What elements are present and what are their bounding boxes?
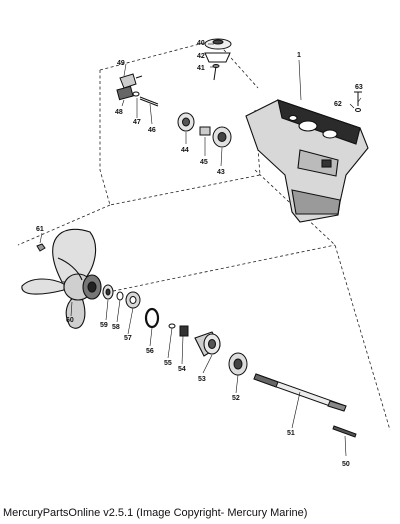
callout-63: 63 xyxy=(355,84,363,91)
cam-follower-part-48[interactable] xyxy=(116,85,134,101)
o-ring-part-56[interactable] xyxy=(144,307,160,329)
copyright-caption: MercuryPartsOnline v2.5.1 (Image Copyrig… xyxy=(3,507,308,519)
callout-51: 51 xyxy=(287,430,295,437)
bushing-part-45[interactable] xyxy=(199,126,211,136)
gear-part-43[interactable] xyxy=(212,126,232,148)
gear-part-44[interactable] xyxy=(177,112,195,132)
seal-part-40[interactable] xyxy=(204,38,232,50)
callout-52: 52 xyxy=(232,395,240,402)
callout-50: 50 xyxy=(342,461,350,468)
callout-57: 57 xyxy=(124,335,132,342)
gearcase-housing[interactable] xyxy=(245,99,369,223)
callout-44: 44 xyxy=(181,147,189,154)
callout-41: 41 xyxy=(197,65,205,72)
shift-cam-part-49[interactable] xyxy=(119,73,143,89)
callout-45: 45 xyxy=(200,159,208,166)
cam-part-50[interactable] xyxy=(332,425,357,438)
gear-part-52[interactable] xyxy=(228,352,248,376)
nut-part-61[interactable] xyxy=(36,243,46,252)
callout-58: 58 xyxy=(112,324,120,331)
callout-56: 56 xyxy=(146,348,154,355)
callout-40: 40 xyxy=(197,40,205,47)
callout-42: 42 xyxy=(197,53,205,60)
washer-part-58[interactable] xyxy=(116,291,124,301)
callout-48: 48 xyxy=(115,109,123,116)
dashed-assembly-outline xyxy=(17,39,391,431)
callout-60: 60 xyxy=(66,317,74,324)
callout-43: 43 xyxy=(217,169,225,176)
callout-61: 61 xyxy=(36,226,44,233)
screw-part-63[interactable] xyxy=(354,91,362,106)
bearing-part-54[interactable] xyxy=(179,325,189,337)
callout-46: 46 xyxy=(148,127,156,134)
exploded-parts-diagram: 1 40 42 41 49 48 47 46 44 45 43 63 62 61… xyxy=(17,38,391,468)
callout-labels: 1 40 42 41 49 48 47 46 44 45 43 63 62 61… xyxy=(36,40,363,468)
clutch-pin-part-47[interactable] xyxy=(132,91,140,97)
pin-part-55[interactable] xyxy=(168,323,176,329)
callout-47: 47 xyxy=(133,119,141,126)
callout-59: 59 xyxy=(100,322,108,329)
callout-1: 1 xyxy=(297,52,301,59)
callout-54: 54 xyxy=(178,366,186,373)
washer-part-62[interactable] xyxy=(355,108,361,112)
propeller-part-60[interactable] xyxy=(21,228,102,329)
seal-part-57[interactable] xyxy=(125,291,141,309)
callout-53: 53 xyxy=(198,376,206,383)
bolt-part-41[interactable] xyxy=(212,64,220,81)
leader-lines xyxy=(39,43,362,457)
callout-62: 62 xyxy=(334,101,342,108)
callout-49: 49 xyxy=(117,60,125,67)
gasket-part-42[interactable] xyxy=(204,52,231,63)
spacer-part-59[interactable] xyxy=(102,284,114,300)
spring-part-46[interactable] xyxy=(139,96,159,107)
bearing-carrier-part-53[interactable] xyxy=(194,331,221,357)
callout-55: 55 xyxy=(164,360,172,367)
